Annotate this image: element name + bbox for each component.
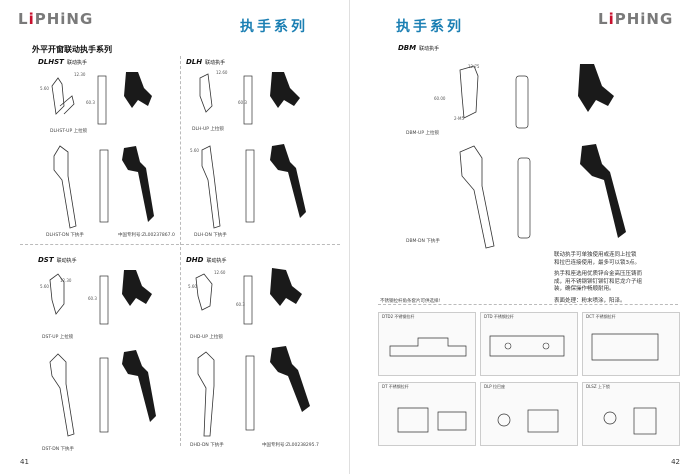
series-title-right: 执手系列 [396, 19, 464, 35]
accessory-label: DTD2 不锈钢拉杆 [382, 314, 415, 319]
dlh-drawings [199, 72, 306, 229]
patent-dhd: 中国专利号:ZL00238295.7 [262, 443, 319, 448]
dim-label: 12.30 [74, 72, 86, 77]
caption-dbm-dn: DBM-DN 下执手 [406, 239, 440, 244]
dhd-drawings [195, 268, 310, 437]
dim-label: 12.60 [216, 70, 228, 75]
caption-dst-dn: DST-DN 下执手 [42, 447, 75, 452]
dim-label: 12.60 [214, 270, 226, 275]
dim-label: 5.60 [190, 148, 199, 153]
accessory-label: DCT 不锈钢拉杆 [586, 314, 616, 319]
dim-label: 60.3 [86, 100, 95, 105]
dim-label: 60.3 [236, 302, 245, 307]
page-number-left: 41 [20, 458, 29, 466]
caption-dst-up: DST-UP 上拉锁 [42, 335, 74, 340]
brand-logo-left: LiPHiNG [18, 10, 94, 28]
divider [180, 56, 181, 446]
series-title-left: 执手系列 [240, 19, 308, 35]
divider [378, 304, 678, 305]
caption-dbm-up: DBM-UP 上拉锁 [406, 131, 439, 136]
product-description: 联动执手可单独使用或连同上拉锁 和拉巴连接使用，最多可以锁3点。 执手和座选用优… [554, 252, 643, 304]
dim-label: 5.60 [40, 86, 49, 91]
accessory-panel [582, 312, 680, 376]
dim-label: 60.3 [238, 100, 247, 105]
page-number-right: 42 [671, 458, 680, 466]
accessory-panel [480, 382, 578, 446]
caption-dhd-up: DHD-UP 上拉锁 [190, 335, 223, 340]
dim-label: 5.60 [40, 284, 49, 289]
accessory-drawings [389, 333, 659, 435]
dim-label: 60.3 [88, 296, 97, 301]
accessory-label: DLP 拉巴座 [484, 384, 505, 389]
dim-label: 12.30 [60, 278, 72, 283]
caption-dlhst-up: DLHST-UP 上拉锁 [50, 129, 88, 134]
dim-label: 60.00 [434, 96, 446, 101]
dlhst-drawings [51, 72, 154, 229]
caption-dlh-up: DLH-UP 上拉锁 [192, 127, 224, 132]
dst-drawings [49, 270, 156, 437]
dbm-drawings [459, 64, 626, 249]
caption-dlhst-dn: DLHST-DN 下执手 [46, 233, 84, 238]
accessory-panel [582, 382, 680, 446]
dim-label: 12.75 [468, 64, 480, 69]
accessory-label: DLSZ 上下锁 [586, 384, 610, 389]
caption-dlh-dn: DLH-DN 下执手 [194, 233, 227, 238]
dim-label: 5.60 [188, 284, 197, 289]
accessory-panel [480, 312, 578, 376]
accessory-panel [378, 312, 476, 376]
accessory-panel [378, 382, 476, 446]
section-title: 外平开窗联动执手系列 [32, 45, 112, 54]
accessory-label: DTD 不锈钢拉杆 [484, 314, 514, 319]
brand-logo-right: LiPHiNG [598, 10, 674, 28]
dim-label: 2-M5 [454, 116, 464, 121]
accessories-title: 不锈钢拉杆角条套片可供选择! [380, 298, 444, 304]
patent-dlhst: 中国专利号:ZL00237867.0 [118, 233, 175, 238]
caption-dhd-dn: DHD-DN 下执手 [190, 443, 224, 448]
accessory-label: DT 不锈钢拉杆 [382, 384, 409, 389]
